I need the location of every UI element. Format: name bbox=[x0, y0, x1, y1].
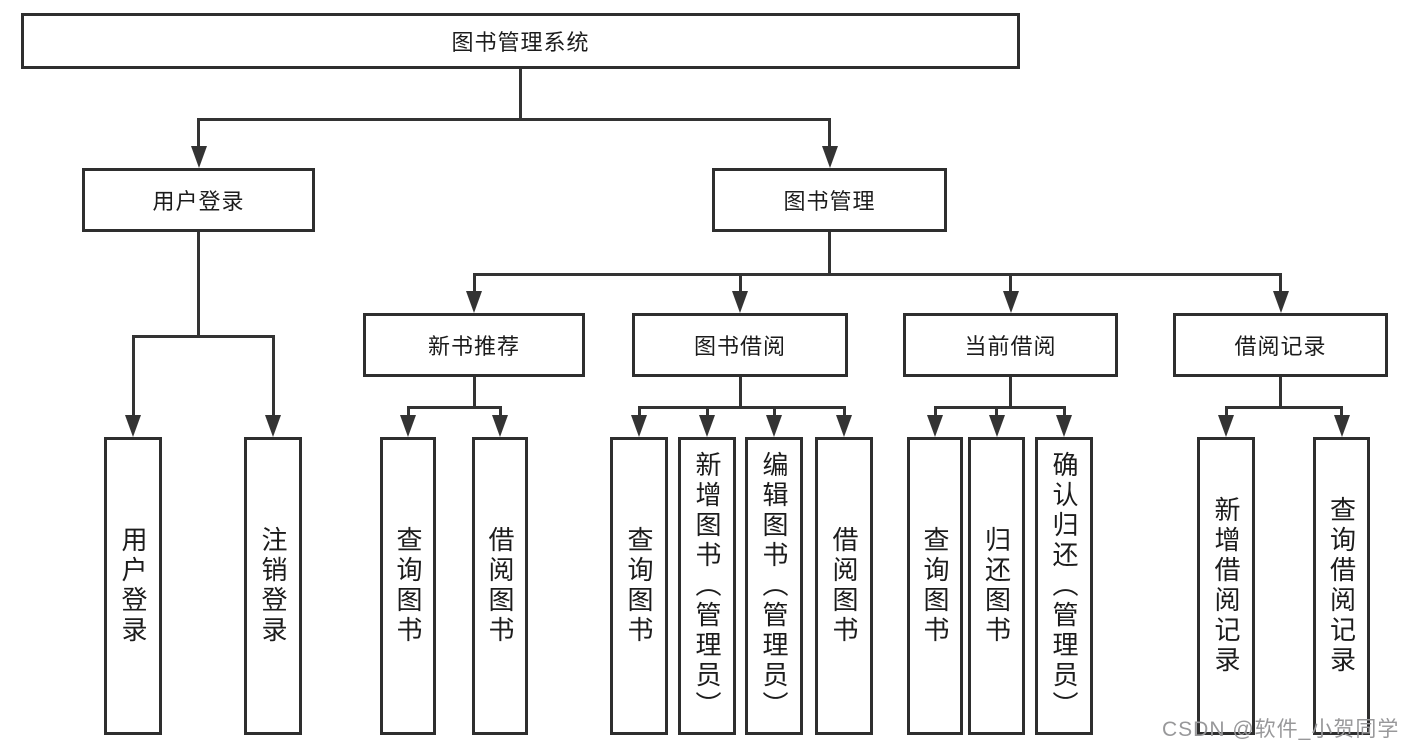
connector-line bbox=[406, 406, 502, 409]
node-leaf-logout: 注销登录 bbox=[244, 437, 302, 735]
connector-line bbox=[705, 406, 709, 419]
connector-line bbox=[738, 273, 742, 295]
arrowhead-icon bbox=[265, 415, 281, 437]
node-user-login: 用户登录 bbox=[82, 168, 315, 232]
connector-line bbox=[828, 232, 831, 276]
arrowhead-icon bbox=[1002, 291, 1019, 313]
node-label: 用户登录 bbox=[118, 526, 148, 646]
node-label: 图书管理系统 bbox=[451, 30, 590, 55]
node-label: 查询图书 bbox=[393, 526, 423, 646]
connector-line bbox=[131, 335, 135, 419]
node-label: 用户登录 bbox=[152, 189, 245, 214]
connector-line bbox=[197, 232, 200, 338]
node-label: 当前借阅 bbox=[964, 334, 1057, 359]
node-leaf-confirm-return-admin: 确认归还（管理员） bbox=[1035, 437, 1093, 735]
connector-line bbox=[1062, 406, 1066, 419]
node-leaf-return-book: 归还图书 bbox=[968, 437, 1025, 735]
arrowhead-icon bbox=[125, 415, 141, 437]
connector-line bbox=[772, 406, 776, 419]
arrowhead-icon bbox=[766, 415, 782, 437]
connector-line bbox=[1279, 377, 1282, 409]
connector-line bbox=[637, 406, 641, 419]
node-label: 借阅图书 bbox=[485, 526, 515, 646]
node-leaf-query-book-2: 查询图书 bbox=[610, 437, 668, 735]
arrowhead-icon bbox=[1272, 291, 1289, 313]
connector-line bbox=[842, 406, 846, 419]
node-label: 借阅记录 bbox=[1234, 334, 1327, 359]
node-book-mgmt: 图书管理 bbox=[712, 168, 947, 232]
connector-line bbox=[995, 406, 998, 419]
node-new-book-rec: 新书推荐 bbox=[363, 313, 585, 377]
arrowhead-icon bbox=[190, 146, 207, 168]
connector-line bbox=[472, 273, 1282, 276]
node-label: 借阅图书 bbox=[829, 526, 859, 646]
arrowhead-icon bbox=[631, 415, 647, 437]
connector-line bbox=[738, 377, 742, 409]
node-label: 新增借阅记录 bbox=[1211, 496, 1241, 676]
connector-line bbox=[197, 118, 831, 121]
connector-line bbox=[472, 377, 476, 409]
connector-line bbox=[131, 335, 275, 338]
connector-line bbox=[637, 406, 846, 409]
node-leaf-add-book-admin: 新增图书（管理员） bbox=[678, 437, 736, 735]
node-label: 新书推荐 bbox=[427, 334, 520, 359]
arrowhead-icon bbox=[821, 146, 838, 168]
arrowhead-icon bbox=[492, 415, 508, 437]
connector-line bbox=[828, 118, 831, 150]
node-leaf-query-book-1: 查询图书 bbox=[380, 437, 436, 735]
node-leaf-borrow-book-1: 借阅图书 bbox=[472, 437, 528, 735]
node-label: 图书借阅 bbox=[693, 334, 786, 359]
node-leaf-borrow-book-2: 借阅图书 bbox=[815, 437, 873, 735]
node-system: 图书管理系统 bbox=[21, 13, 1020, 69]
node-label: 查询借阅记录 bbox=[1326, 496, 1357, 676]
connector-line bbox=[519, 69, 522, 121]
connector-line bbox=[472, 273, 476, 295]
connector-line bbox=[933, 406, 1066, 409]
node-leaf-user-login: 用户登录 bbox=[104, 437, 162, 735]
connector-line bbox=[197, 118, 200, 150]
node-leaf-query-borrow-record: 查询借阅记录 bbox=[1313, 437, 1370, 735]
arrowhead-icon bbox=[927, 415, 943, 437]
node-leaf-edit-book-admin: 编辑图书（管理员） bbox=[745, 437, 803, 735]
node-label: 查询图书 bbox=[624, 526, 654, 646]
node-label: 编辑图书（管理员） bbox=[759, 451, 789, 721]
arrowhead-icon bbox=[1218, 415, 1234, 437]
node-label: 新增图书（管理员） bbox=[692, 451, 722, 721]
arrowhead-icon bbox=[836, 415, 852, 437]
arrowhead-icon bbox=[400, 415, 416, 437]
connector-line bbox=[1340, 406, 1343, 419]
node-leaf-query-book-3: 查询图书 bbox=[907, 437, 963, 735]
node-borrow-records: 借阅记录 bbox=[1173, 313, 1388, 377]
node-book-borrow: 图书借阅 bbox=[632, 313, 848, 377]
arrowhead-icon bbox=[1056, 415, 1072, 437]
connector-line bbox=[271, 335, 275, 419]
connector-line bbox=[1224, 406, 1228, 419]
connector-line bbox=[933, 406, 937, 419]
node-leaf-add-borrow-record: 新增借阅记录 bbox=[1197, 437, 1255, 735]
arrowhead-icon bbox=[732, 291, 748, 313]
arrowhead-icon bbox=[466, 291, 482, 313]
node-current-borrow: 当前借阅 bbox=[903, 313, 1118, 377]
node-label: 确认归还（管理员） bbox=[1049, 451, 1079, 721]
connector-line bbox=[1009, 377, 1012, 409]
node-label: 图书管理 bbox=[783, 189, 876, 214]
arrowhead-icon bbox=[988, 415, 1005, 437]
node-label: 归还图书 bbox=[981, 526, 1012, 646]
connector-line bbox=[1279, 273, 1282, 295]
arrowhead-icon bbox=[699, 415, 715, 437]
connector-line bbox=[1009, 273, 1012, 295]
connector-line bbox=[1224, 406, 1343, 409]
csdn-watermark: CSDN @软件_小贺同学 bbox=[1162, 718, 1400, 741]
node-label: 注销登录 bbox=[258, 526, 288, 646]
arrowhead-icon bbox=[1333, 415, 1350, 437]
connector-line bbox=[498, 406, 502, 419]
connector-line bbox=[406, 406, 410, 419]
node-label: 查询图书 bbox=[920, 526, 950, 646]
